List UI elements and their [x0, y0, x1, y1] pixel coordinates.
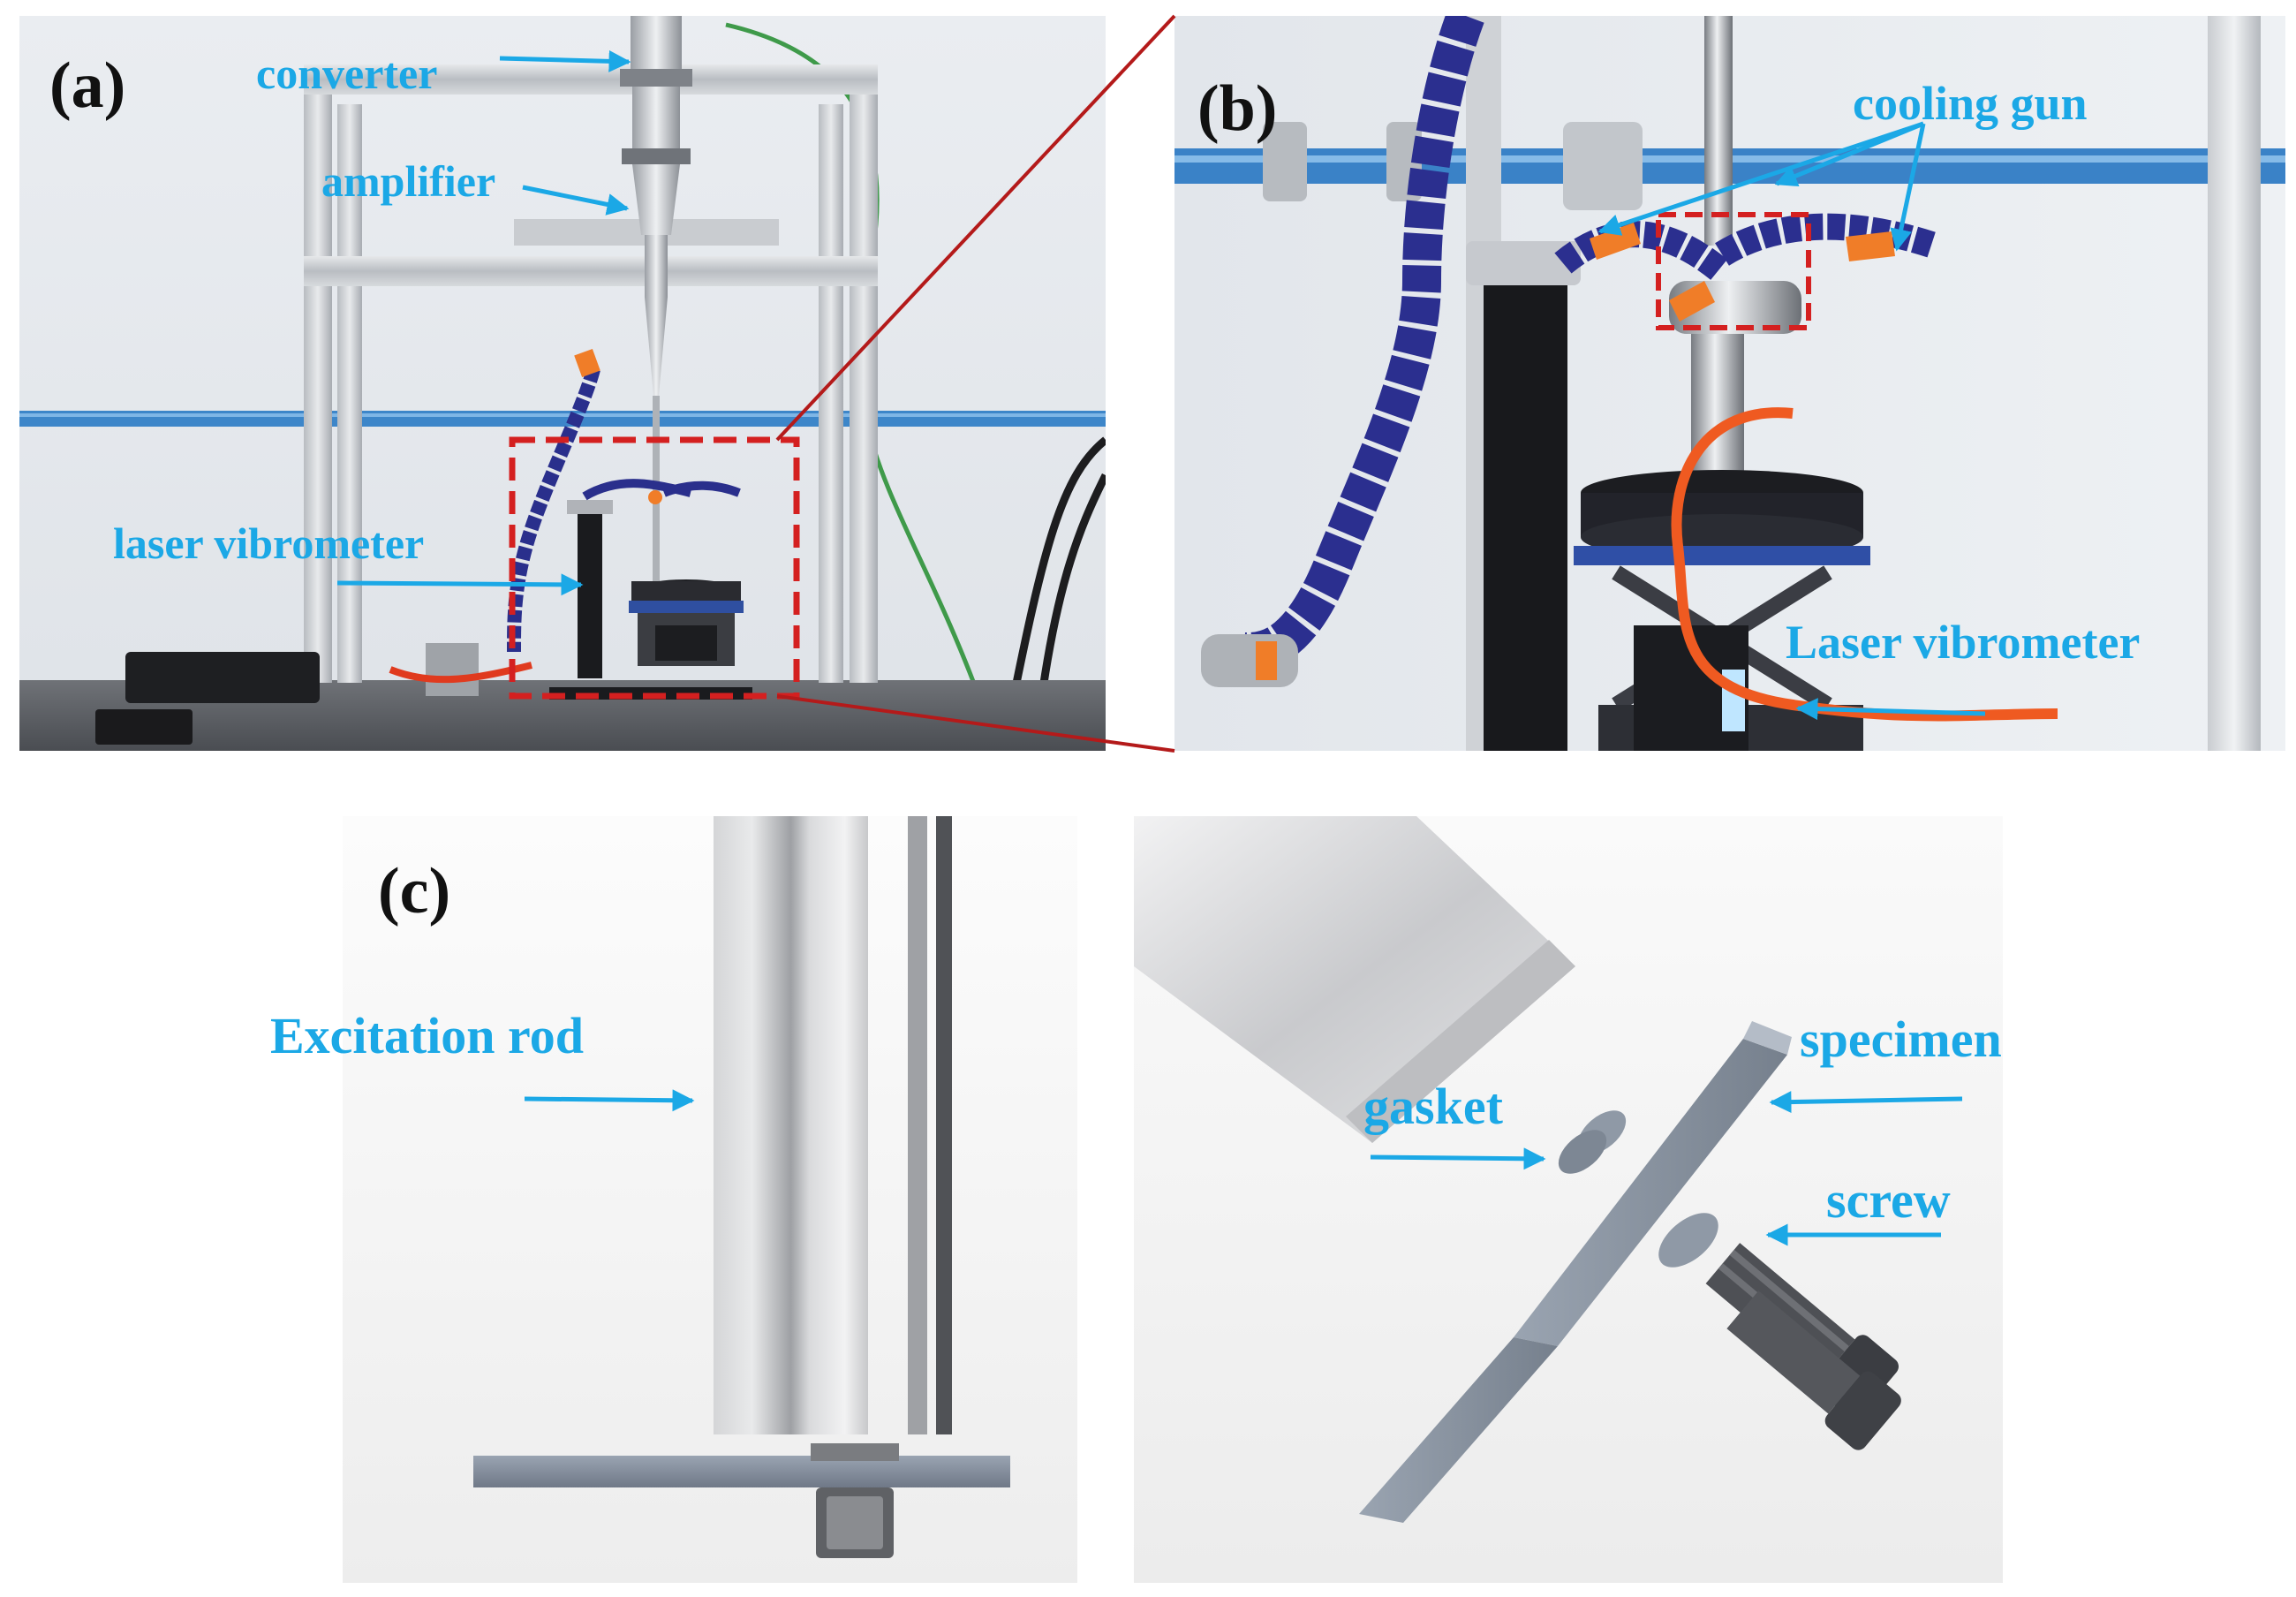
specimen-assembly-render — [1134, 816, 2003, 1583]
annotation-converter: converter — [256, 49, 438, 98]
panel-c-label: (c) — [378, 855, 451, 927]
panel-c-right-render — [1134, 816, 2003, 1583]
annotation-excitation-rod: Excitation rod — [270, 1007, 584, 1064]
panel-a-label: (a) — [49, 49, 126, 122]
annotation-laser-vibrometer-a: laser vibrometer — [113, 518, 425, 568]
annotation-laser-vibrometer-b: Laser vibrometer — [1786, 616, 2141, 669]
panel-b-photo: (b) cooling gun Laser vibrometer — [1174, 16, 2285, 751]
annotation-gasket: gasket — [1363, 1078, 1503, 1135]
panel-c-left-render: (c) — [343, 816, 1077, 1583]
annotation-amplifier: amplifier — [321, 156, 496, 206]
panel-a-photo: (a) converter amplifier laser vibrometer — [19, 16, 1106, 751]
panel-b-label: (b) — [1197, 72, 1278, 145]
panel-a-scene — [19, 16, 1106, 751]
annotation-screw: screw — [1826, 1171, 1951, 1229]
excitation-rod-render — [343, 816, 1077, 1583]
annotation-specimen: specimen — [1800, 1010, 2002, 1068]
annotation-cooling-gun: cooling gun — [1853, 77, 2088, 130]
panel-b-scene — [1174, 16, 2285, 751]
